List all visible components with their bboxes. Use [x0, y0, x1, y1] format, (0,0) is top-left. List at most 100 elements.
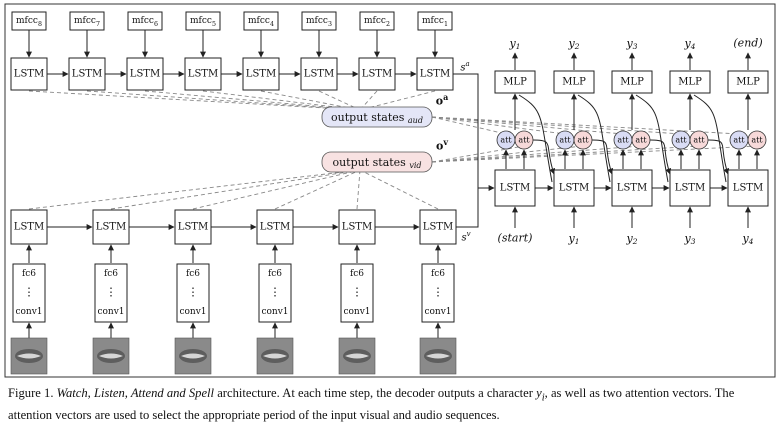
- mfcc-label: mfcc2: [364, 16, 390, 28]
- audio-lstm-box: [126, 57, 164, 91]
- att-video-label: att: [577, 136, 589, 145]
- attention-link: [431, 116, 566, 135]
- audio-lstm-box: [10, 57, 48, 91]
- mlp-box: [494, 70, 536, 94]
- mfcc-box: [243, 11, 279, 31]
- audio-lstm-box: [184, 57, 222, 91]
- mlp-box: [727, 70, 769, 94]
- audio-lstm-label: LSTM: [304, 69, 334, 80]
- mlp-label: MLP: [678, 77, 702, 88]
- att-audio-label: att: [559, 136, 571, 145]
- attention-link: [431, 145, 584, 163]
- mfcc-label: mfcc6: [132, 16, 158, 28]
- audio-lstm-box: [416, 57, 454, 91]
- decoder-output-label: y2: [567, 37, 579, 51]
- output-states-video-label: output states vid: [332, 156, 421, 170]
- attention-link: [431, 145, 642, 163]
- prev-output-curve: [577, 94, 611, 183]
- output-states-audio: [321, 106, 433, 128]
- attention-link: [28, 169, 361, 210]
- video-lstm-label: LSTM: [260, 222, 290, 233]
- audio-lstm-label: LSTM: [420, 69, 450, 80]
- vdots-label: ⋮: [106, 286, 117, 299]
- mlp-label: MLP: [503, 77, 527, 88]
- lip-image: [92, 337, 130, 375]
- fc6-label: fc6: [104, 269, 118, 279]
- att-video-label: att: [751, 136, 763, 145]
- cnn-box: [340, 263, 374, 323]
- vdots-label: ⋮: [352, 286, 363, 299]
- audio-lstm-label: LSTM: [246, 69, 276, 80]
- fc6-label: fc6: [22, 269, 36, 279]
- att-video-label: att: [518, 136, 530, 145]
- fc6-label: fc6: [268, 269, 282, 279]
- video-lstm-label: LSTM: [14, 222, 44, 233]
- video-lstm-label: LSTM: [96, 222, 126, 233]
- audio-lstm-label: LSTM: [362, 69, 392, 80]
- mlp-label: MLP: [736, 77, 760, 88]
- conv1-label: conv1: [179, 307, 206, 317]
- att-video-label: att: [635, 136, 647, 145]
- attention-link: [356, 169, 361, 210]
- audio-lstm-label: LSTM: [188, 69, 218, 80]
- caption-title: Watch, Listen, Attend and Spell: [56, 386, 215, 400]
- att-video-circle: [514, 130, 534, 150]
- decoder-lstm-label: LSTM: [733, 183, 763, 194]
- caption-text-2: , as well as two attention vectors. The …: [8, 386, 735, 422]
- mlp-label: MLP: [562, 77, 586, 88]
- mfcc-box: [127, 11, 163, 31]
- decoder-lstm-box: [727, 169, 769, 207]
- lip-image: [10, 337, 48, 375]
- mfcc-box: [11, 11, 47, 31]
- decoder-input-label: (start): [498, 232, 533, 245]
- attention-link: [192, 169, 361, 210]
- figure-caption: Figure 1. Watch, Listen, Attend and Spel…: [8, 385, 774, 424]
- conv1-label: conv1: [424, 307, 451, 317]
- cnn-box: [421, 263, 455, 323]
- decoder-input-label: y2: [625, 232, 637, 246]
- att-audio-label: att: [675, 136, 687, 145]
- decoder-lstm-label: LSTM: [617, 183, 647, 194]
- vdots-label: ⋮: [270, 286, 281, 299]
- conv1-label: conv1: [15, 307, 42, 317]
- attention-link: [144, 90, 361, 111]
- mfcc-label: mfcc7: [74, 16, 100, 28]
- mfcc-label: mfcc8: [16, 16, 42, 28]
- mfcc-box: [359, 11, 395, 31]
- mfcc-label: mfcc4: [248, 16, 274, 28]
- o-video-label: ov: [436, 137, 448, 153]
- lip-image: [174, 337, 212, 375]
- fc6-label: fc6: [350, 269, 364, 279]
- decoder-lstm-label: LSTM: [675, 183, 705, 194]
- audio-lstm-box: [300, 57, 338, 91]
- decoder-lstm-box: [494, 169, 536, 207]
- caption-text-1: architecture. At each time step, the dec…: [217, 386, 533, 400]
- context-curve: [649, 139, 672, 175]
- att-video-label: att: [693, 136, 705, 145]
- cnn-box: [94, 263, 128, 323]
- attention-link: [86, 90, 361, 111]
- prev-output-curve: [635, 94, 669, 183]
- attention-link: [274, 169, 361, 210]
- cnn-box: [12, 263, 46, 323]
- prev-output-curve: [693, 94, 727, 183]
- attention-link: [202, 90, 361, 111]
- context-curve: [591, 139, 614, 175]
- mfcc-label: mfcc3: [306, 16, 332, 28]
- state-video-label: sv: [461, 230, 470, 244]
- mfcc-label: mfcc5: [190, 16, 216, 28]
- video-lstm-box: [10, 209, 48, 245]
- prev-output-curve: [518, 94, 553, 183]
- mfcc-box: [301, 11, 337, 31]
- mlp-box: [669, 70, 711, 94]
- lip-image: [419, 337, 457, 375]
- decoder-lstm-box: [669, 169, 711, 207]
- decoder-input-label: y4: [741, 232, 753, 246]
- mlp-box: [553, 70, 595, 94]
- output-states-video: [321, 151, 433, 173]
- conv1-label: conv1: [343, 307, 370, 317]
- mlp-box: [611, 70, 653, 94]
- conv1-label: conv1: [97, 307, 124, 317]
- audio-lstm-box: [242, 57, 280, 91]
- decoder-lstm-label: LSTM: [559, 183, 589, 194]
